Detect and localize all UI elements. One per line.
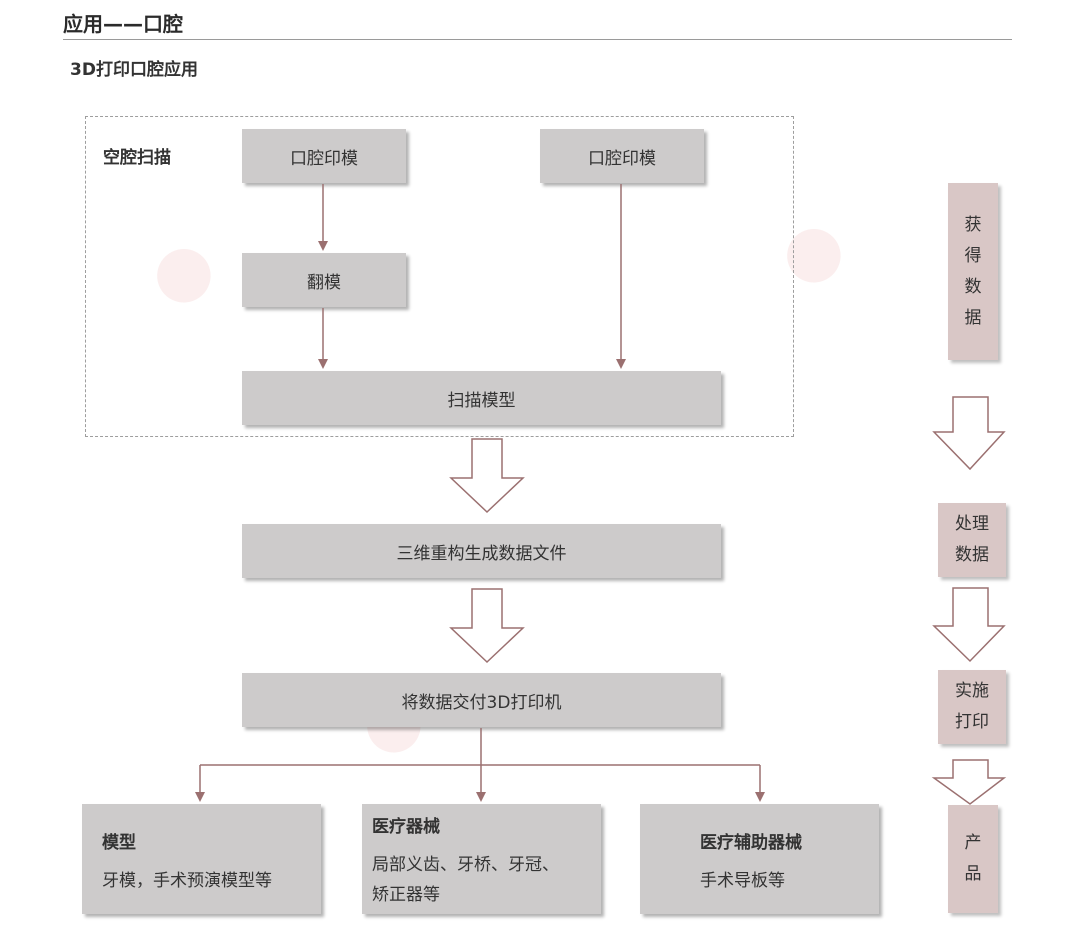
- output-model-desc: 牙模，手术预演模型等: [102, 871, 272, 891]
- title-divider: [63, 39, 1012, 40]
- output-device-desc-2: 矫正器等: [372, 885, 440, 905]
- side-step-process-line: 处理: [955, 514, 989, 534]
- arrow-head: [318, 241, 328, 251]
- arrow-head: [476, 792, 486, 802]
- side-step-process: 处理 数据: [938, 503, 1006, 577]
- side-step-process-line: 数据: [955, 545, 989, 565]
- side-step-product: 产 品: [948, 805, 998, 913]
- side-step-product-char: 产: [964, 833, 982, 853]
- impression-right-box: 口腔印模: [540, 129, 704, 183]
- hollow-arrow-down: [449, 438, 525, 514]
- output-aux-box: 医疗辅助器械 手术导板等: [640, 804, 879, 914]
- reverse-mold-box: 翻模: [242, 253, 406, 307]
- side-step-product-char: 品: [964, 864, 982, 884]
- arrow-head: [195, 792, 205, 802]
- side-hollow-arrow-down: [931, 759, 1007, 805]
- scan-group-frame: [85, 116, 794, 437]
- side-step-print: 实施 打印: [938, 670, 1006, 744]
- output-model-title: 模型: [102, 833, 136, 853]
- side-step-acquire-char: 数: [964, 276, 982, 297]
- side-step-print-line: 实施: [955, 681, 989, 701]
- output-device-title: 医疗器械: [372, 817, 440, 837]
- impression-left-box: 口腔印模: [242, 129, 406, 183]
- side-step-acquire-char: 得: [964, 245, 982, 266]
- side-hollow-arrow-down: [932, 396, 1006, 471]
- page-title: 应用——口腔: [63, 12, 183, 36]
- side-hollow-arrow-down: [932, 587, 1006, 663]
- output-device-box: 医疗器械 局部义齿、牙桥、牙冠、 矫正器等: [362, 804, 601, 914]
- output-device-desc-1: 局部义齿、牙桥、牙冠、: [372, 855, 559, 875]
- scan-model-box: 扫描模型: [242, 371, 721, 425]
- arrow-head: [318, 359, 328, 369]
- deliver-box: 将数据交付3D打印机: [242, 673, 721, 727]
- side-step-acquire: 获 得 数 据: [948, 183, 998, 360]
- arrow-head: [616, 359, 626, 369]
- hollow-arrow-down: [449, 588, 525, 664]
- output-aux-title: 医疗辅助器械: [700, 833, 802, 853]
- arrow-head: [755, 792, 765, 802]
- page-subtitle: 3D打印口腔应用: [70, 60, 198, 80]
- output-model-box: 模型 牙模，手术预演模型等: [82, 804, 321, 914]
- side-step-acquire-char: 据: [964, 307, 982, 328]
- scan-group-label: 空腔扫描: [103, 148, 171, 168]
- reconstruct-box: 三维重构生成数据文件: [242, 524, 721, 578]
- side-step-print-line: 打印: [955, 712, 989, 732]
- output-aux-desc: 手术导板等: [700, 871, 785, 891]
- side-step-acquire-char: 获: [964, 214, 982, 235]
